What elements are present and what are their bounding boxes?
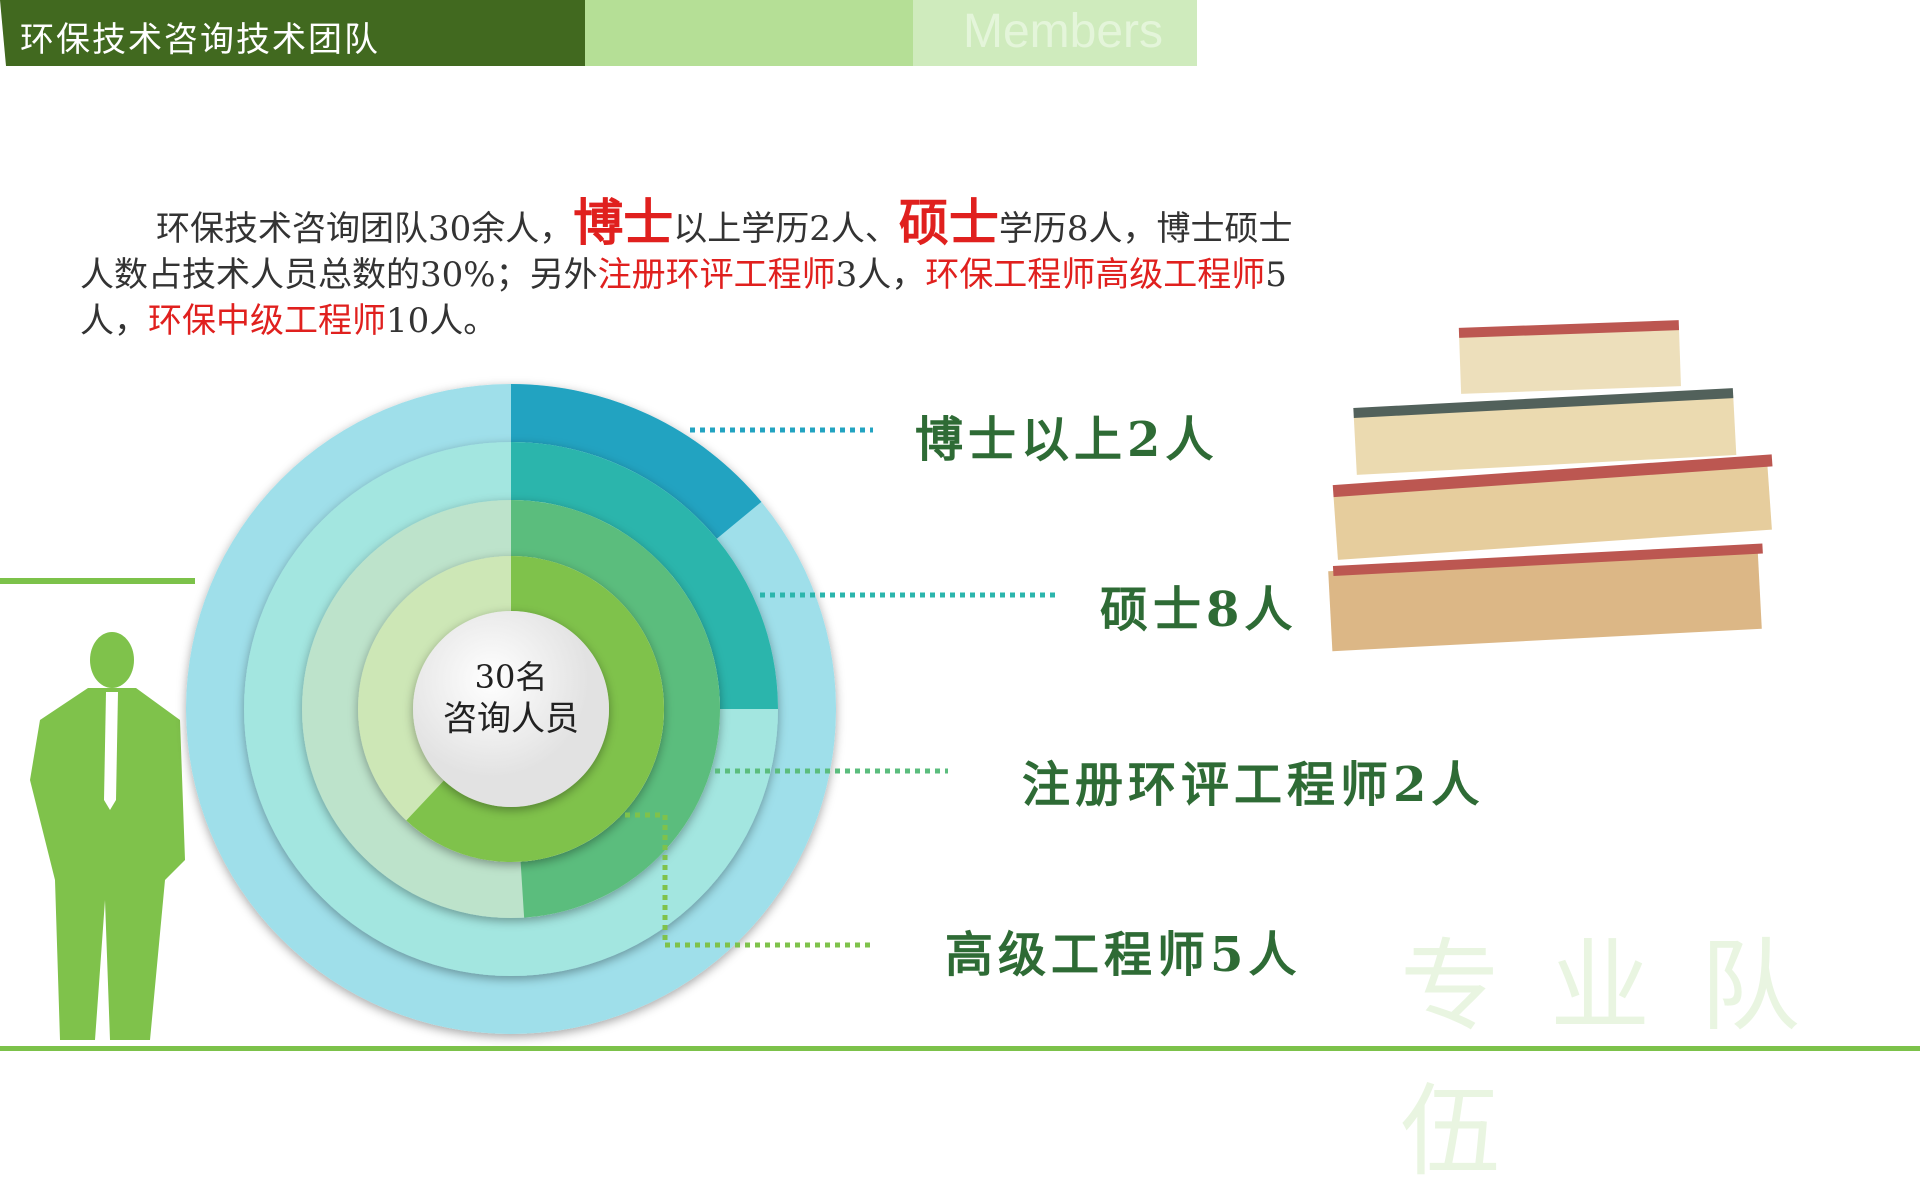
businessman-silhouette-icon (30, 632, 185, 1040)
leader-line-senior (615, 812, 875, 948)
books-image (1328, 320, 1773, 652)
radial-chart: 30名 咨询人员 (30, 320, 1773, 1040)
bottom-line (0, 1046, 1920, 1051)
label-senior: 高级工程师5人 (945, 927, 1302, 983)
center-circle (413, 611, 609, 807)
label-phd: 博士以上2人 (915, 412, 1219, 468)
intro-text: 5人， (80, 255, 1287, 341)
label-eia: 注册环评工程师2人 (1022, 757, 1485, 813)
header-title-bar: 环保技术咨询技术团队 (0, 0, 585, 66)
intro-text: 环保技术咨询团队30余人， (156, 209, 574, 249)
header-band (585, 0, 915, 66)
intro-text: 以上学历2人、 (673, 209, 899, 249)
ring-bar-1 (511, 442, 778, 709)
highlight-master: 硕士 (898, 193, 999, 252)
intro-text: 10人。 (386, 301, 498, 341)
intro-text: 学历8人，博士硕士人数占技术人员总数的30%；另外 (80, 209, 1293, 295)
header-title: 环保技术咨询技术团队 (20, 20, 380, 60)
ring-bar-2 (511, 500, 720, 918)
highlight-senior: 环保工程师高级工程师 (925, 255, 1266, 295)
label-master: 硕士8人 (1100, 582, 1298, 638)
center-line2: 咨询人员 (443, 699, 579, 739)
accent-line (0, 578, 195, 584)
highlight-phd: 博士 (573, 193, 674, 252)
highlight-mid: 环保中级工程师 (148, 301, 386, 341)
ring-bar-0 (511, 384, 762, 539)
header-subtitle: Members (963, 5, 1164, 58)
header-members-tab: Members (913, 0, 1197, 66)
intro-paragraph: 环保技术咨询团队30余人，博士以上学历2人、硕士学历8人，博士硕士人数占技术人员… (80, 198, 1310, 344)
ring-bar-3 (406, 556, 665, 862)
center-line1: 30名 (475, 658, 548, 696)
intro-text: 3人， (835, 255, 926, 295)
highlight-eia: 注册环评工程师 (597, 255, 836, 295)
